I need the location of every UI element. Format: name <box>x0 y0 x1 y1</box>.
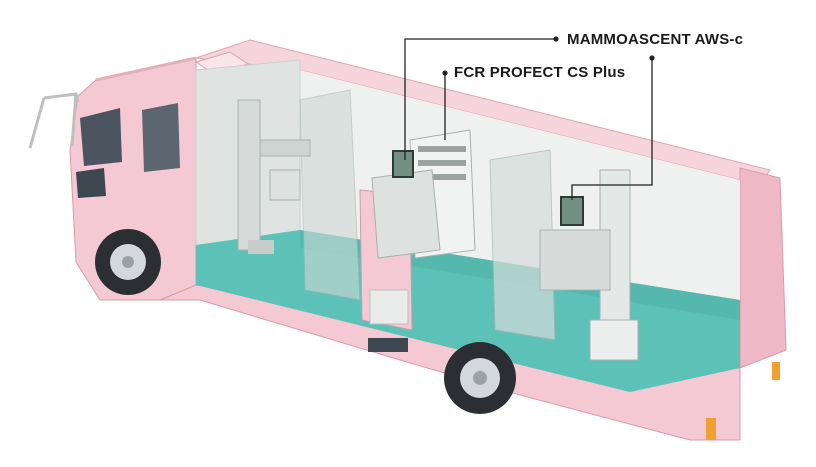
leader-line-aws <box>571 58 653 200</box>
leader-lines <box>404 38 653 200</box>
entry-step <box>368 338 408 352</box>
mammography-unit <box>539 169 639 361</box>
tail-light <box>706 418 716 440</box>
fcr-cabinet <box>371 129 476 259</box>
glass-partition <box>489 149 556 341</box>
leader-dot <box>649 55 655 61</box>
tail-light <box>772 362 780 380</box>
leader-dot <box>553 36 559 42</box>
truck-cab <box>28 56 197 301</box>
callout-mammoascent-aws-c: MAMMOASCENT AWS-c <box>567 31 744 48</box>
glass-partition <box>299 89 361 301</box>
callout-fcr-profect-cs-plus: FCR PROFECT CS Plus <box>454 64 626 81</box>
front-wheel <box>95 229 161 295</box>
side-mirror <box>28 92 80 149</box>
leader-line-aws <box>404 38 556 160</box>
cab-side-window <box>142 103 180 172</box>
windshield <box>80 108 122 166</box>
xray-equipment <box>237 99 311 254</box>
headlight <box>76 168 106 198</box>
leader-dot <box>442 70 448 76</box>
rear-wheel <box>444 342 516 414</box>
